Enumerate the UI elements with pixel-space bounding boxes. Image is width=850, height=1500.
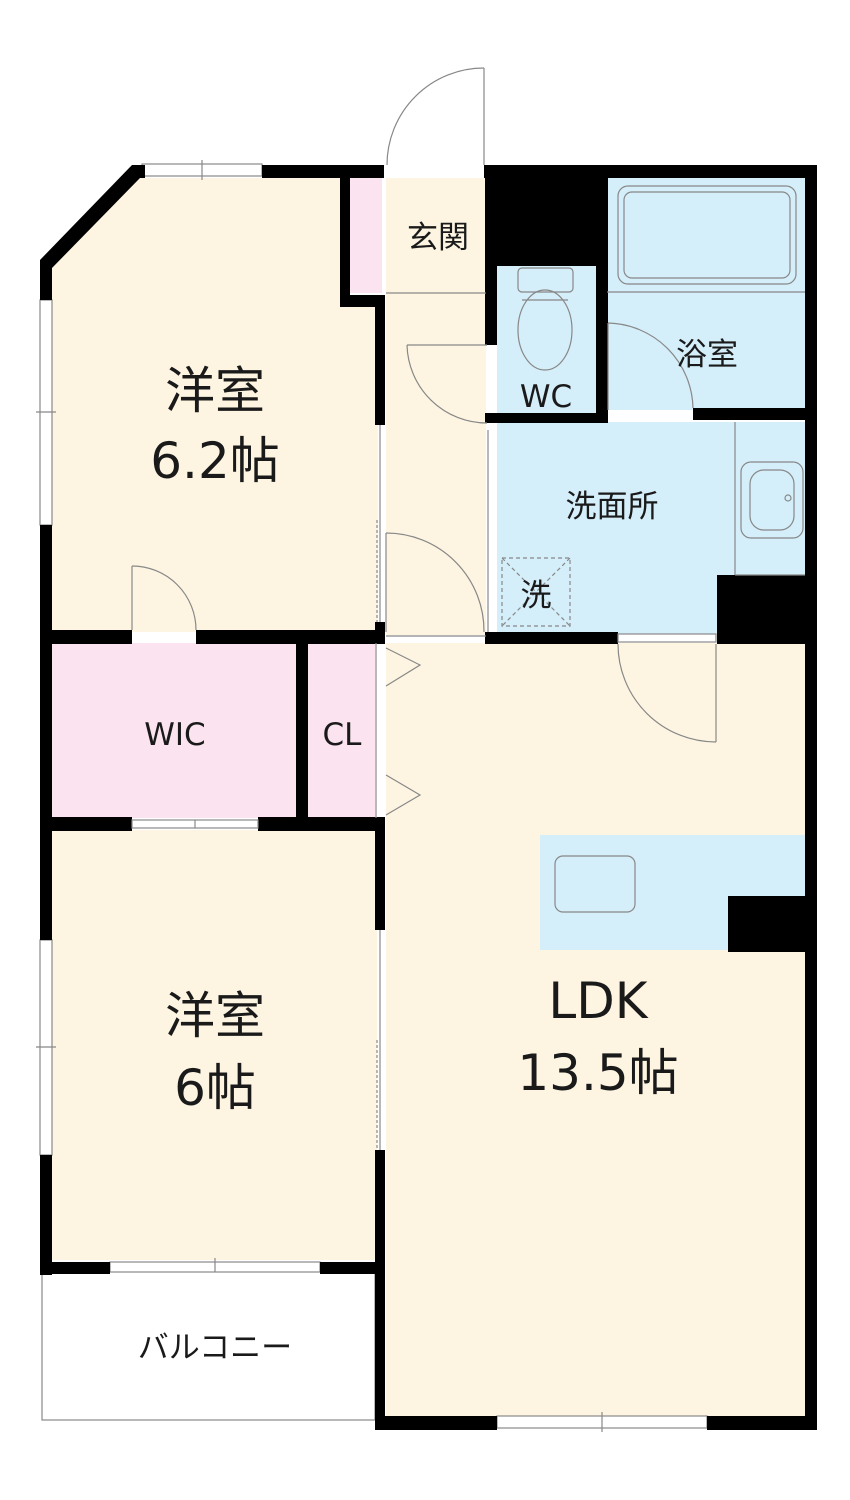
wall-chamfer [40,165,145,300]
ldk-size: 13.5帖 [517,1044,678,1102]
wall-left-a [40,525,52,940]
wc-label: WC [520,379,572,415]
washer-diag-1 [501,557,571,627]
wall-h-1a [40,630,132,644]
kitchen-sink [554,855,636,913]
fixtures [501,185,804,913]
ldk-floor [386,643,805,1418]
wall-wet-block [485,178,605,266]
wall-kitchen-block [728,896,817,952]
wall-h-1b [196,630,385,644]
washroom-label: 洗面所 [566,489,659,525]
wall-top-b [484,165,817,178]
wall-closet-bottom [340,295,385,307]
entrance-floor [386,178,486,293]
wall-vertical-1 [375,305,385,425]
western2-size: 6帖 [174,1059,256,1117]
wall-bath-bottom [693,408,817,420]
wc-door-arc [406,344,488,424]
wall-right [805,165,817,1430]
wall-balcony-b [320,1262,378,1274]
wall-wc-bottom [485,413,608,423]
bathtub-inner [623,191,791,279]
floor-fills [52,178,805,1418]
western-room-1-floor [52,178,378,632]
wall-left-b [40,1155,52,1275]
wall-vertical-4 [375,1150,385,1420]
wall-vertical-3 [375,818,385,930]
washer-diag-2 [501,557,571,627]
bath-floor [607,178,805,410]
bathtub [617,185,797,285]
wall-h-2b [258,817,385,831]
wall-h-2a [40,817,132,831]
western1-size: 6.2帖 [150,432,280,490]
wic-floor [52,643,297,818]
wic-label: WIC [144,717,205,753]
entrance-label: 玄関 [407,220,469,256]
front-door-arc [386,67,485,166]
bath-door-arc [607,322,694,409]
wall-wash-block [717,575,817,644]
wall-wic-cl [296,643,308,819]
washbasin-drain [784,494,792,502]
wall-wc-right [596,178,608,423]
cl-fold-door-1 [385,647,422,687]
toilet-tank [517,267,574,293]
wall-bottom-b [707,1416,817,1430]
ldk-door-gap [617,633,717,643]
hallway-floor [386,293,486,635]
cl-label: CL [323,717,363,753]
wall-balcony-a [40,1262,110,1274]
wall-top-a [262,165,384,178]
wic-door-arc [131,565,197,631]
washer-label: 洗 [521,578,552,614]
washbasin-outer [740,461,804,539]
partitions [131,291,805,1150]
ldk-door-arc [617,643,717,743]
room-labels: 洋室 6.2帖 洋室 6帖 LDK 13.5帖 玄関 浴室 WC 洗面所 洗 W… [138,220,738,1366]
entrance-storage-floor [350,178,382,293]
balcony-label: バルコニー [138,1330,292,1366]
wall-wc-left [485,265,497,345]
balcony-outline [41,1271,376,1421]
cl-fold-door-2 [385,774,422,816]
windows [36,160,708,1432]
room1-door-arc [385,532,485,633]
western2-name: 洋室 [165,987,265,1045]
ldk-name: LDK [548,972,648,1030]
washbasin-inner [749,469,795,531]
bath-label: 浴室 [676,337,738,373]
toilet-bowl [517,289,573,371]
washer-pan [501,557,571,627]
walls [40,165,817,1430]
door-swings [131,67,717,816]
wall-closet-left [340,178,350,306]
western1-name: 洋室 [165,362,265,420]
western-room-2-floor [52,830,377,1260]
wall-wash-bottom-a [485,632,618,644]
cl-floor [307,643,375,818]
wall-bottom-a [375,1416,497,1430]
